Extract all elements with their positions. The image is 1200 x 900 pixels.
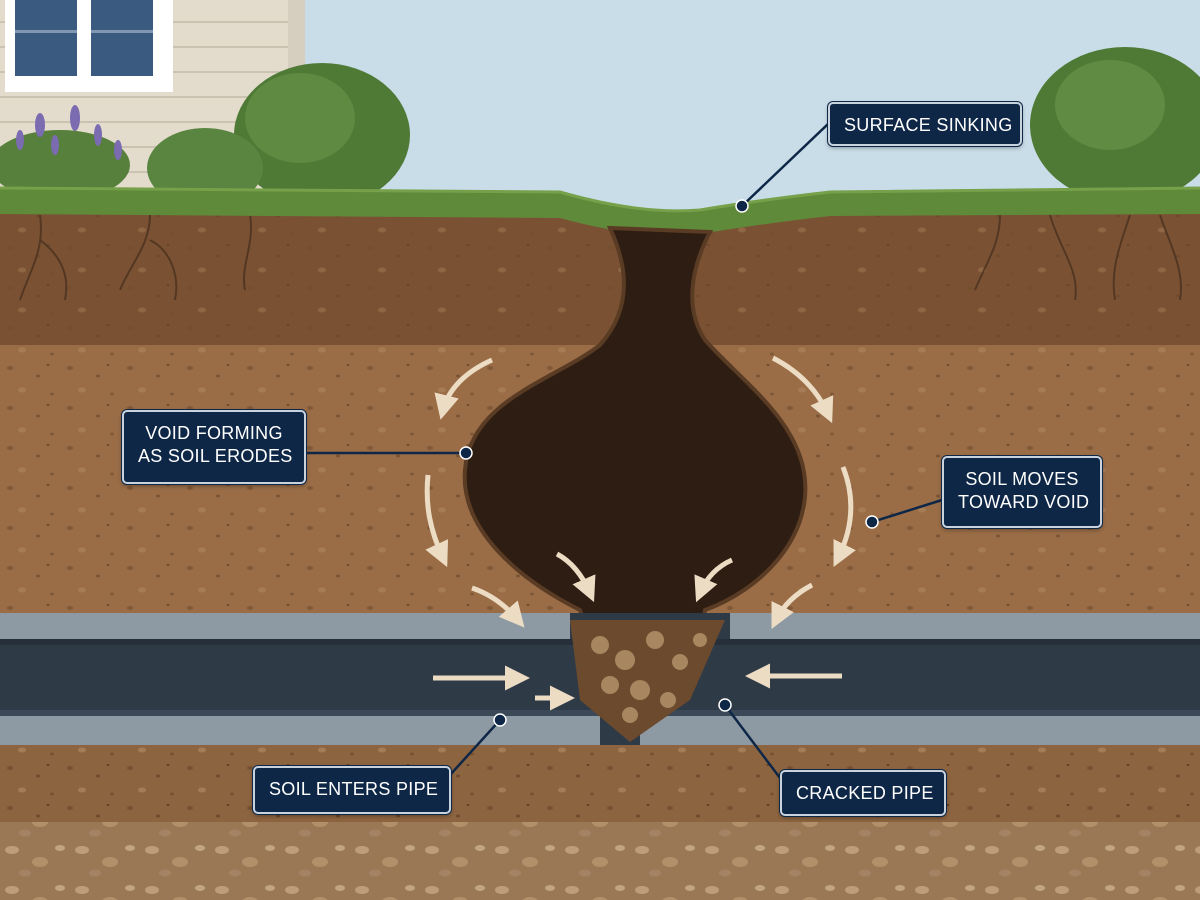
label-soil-enters-pipe: SOIL ENTERS PIPE — [253, 766, 451, 814]
leader-dots — [459, 199, 879, 727]
label-surface-sinking: SURFACE SINKING — [828, 102, 1022, 146]
roots — [19, 214, 1182, 301]
right-shrub — [1030, 47, 1200, 203]
label-soil-moves-line1: SOIL MOVES — [965, 469, 1079, 489]
label-cracked-pipe-text: CRACKED PIPE — [796, 783, 934, 803]
label-soil-enters-pipe-text: SOIL ENTERS PIPE — [269, 779, 439, 799]
label-soil-moves: SOIL MOVES TOWARD VOID — [942, 456, 1102, 528]
label-void-forming-line1: VOID FORMING — [145, 423, 283, 443]
leader-lines — [306, 123, 943, 779]
label-void-forming-line2: AS SOIL ERODES — [138, 446, 293, 466]
soil-flow-arrows — [424, 355, 856, 711]
label-void-forming: VOID FORMING AS SOIL ERODES — [122, 410, 306, 484]
sediment-pile — [570, 620, 725, 742]
grass — [0, 188, 1200, 236]
pebbles-in-crack — [591, 631, 707, 723]
label-cracked-pipe: CRACKED PIPE — [780, 770, 946, 816]
label-surface-sinking-text: SURFACE SINKING — [844, 115, 1013, 135]
label-soil-moves-line2: TOWARD VOID — [958, 492, 1090, 512]
